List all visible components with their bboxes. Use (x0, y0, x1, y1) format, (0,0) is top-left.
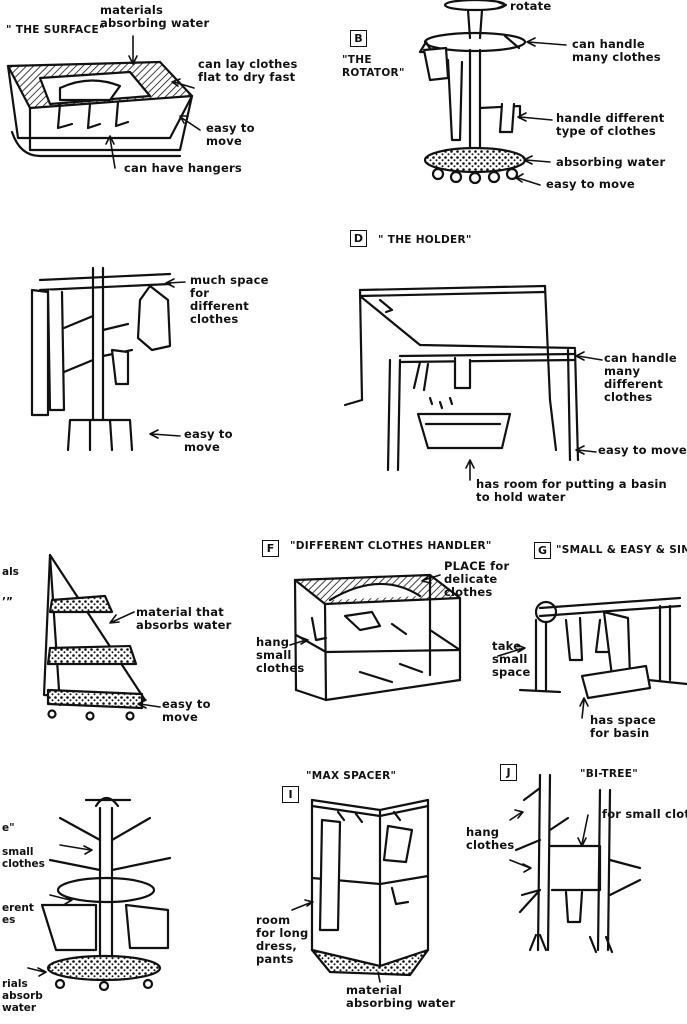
sketch-b-title: "THE ROTATOR" (342, 54, 405, 79)
sketch-b-note-types: handle different type of clothes (556, 111, 665, 138)
sketch-a-note-easy-move: easy to move (206, 121, 255, 148)
sketch-g-simple-rack (518, 596, 687, 700)
sketch-b-note-move: easy to move (546, 177, 635, 191)
sketch-h-cut-text-4: erent es (2, 902, 34, 926)
sketch-h-tree-hanger (40, 796, 172, 992)
sketch-b-note-rotate: rotate (510, 0, 552, 13)
sketch-g-title: "SMALL & EASY & SIMPLE" (556, 544, 687, 556)
sketch-f-note-delicate: PLACE for delicate clothes (444, 559, 510, 599)
sketch-h-cut-text-1: e" (2, 822, 15, 834)
sketch-i-box-rack (310, 798, 430, 977)
sketch-e-triangle-tower (42, 553, 147, 721)
sketch-i-note-long: room for long dress, pants (256, 913, 309, 966)
sketch-d-note-basin: has room for putting a basin to hold wat… (476, 477, 667, 504)
sketch-a-note-materials: materials absorbing water (100, 3, 210, 30)
sketch-a-note-lay-flat: can lay clothes flat to dry fast (198, 57, 298, 84)
sketch-i-letter: I (282, 786, 299, 803)
sketch-b-note-many: can handle many clothes (572, 37, 661, 64)
sketch-d-holder-rack (343, 284, 580, 472)
sketch-c-note-space: much space for different clothes (190, 273, 269, 326)
sketch-f-note-small: hang small clothes (256, 635, 305, 675)
sketch-f-letter: F (262, 540, 279, 557)
sketch-a-note-hangers: can have hangers (124, 161, 242, 175)
sketch-a-title: " THE SURFACE" (6, 24, 105, 36)
sketch-f-shelf-rack (293, 573, 462, 702)
sketch-b-note-absorbing: absorbing water (556, 155, 666, 169)
sketch-g-note-basin: has space for basin (590, 713, 657, 740)
sketch-i-title: "MAX SPACER" (306, 770, 397, 782)
sketch-j-note-hang: hang clothes (466, 825, 515, 852)
sketch-g-note-small-space: take small space (492, 639, 531, 679)
sketch-j-title: "BI-TREE" (580, 768, 638, 780)
sketch-d-letter: D (350, 230, 367, 247)
sketch-c-note-move: easy to move (184, 427, 233, 454)
sketch-b-letter: B (350, 30, 367, 47)
sketch-e-cut-text-2: ’” (2, 596, 13, 608)
sketch-a-surface-rack (6, 60, 194, 158)
sketch-i-note-absorb: material absorbing water (346, 983, 456, 1010)
annotation-arrows (27, 35, 603, 983)
sketch-h-cut-text-5: rials absorb water (2, 978, 43, 1014)
sketch-j-bi-tree (514, 773, 642, 954)
sketch-h-cut-text-2: small clothes (2, 846, 45, 870)
sketch-d-title: " THE HOLDER" (378, 234, 472, 246)
sketch-e-cut-text-1: als (2, 566, 19, 578)
sketch-j-note-small: for small cloth (602, 807, 687, 821)
sketch-d-note-move: easy to move (598, 443, 687, 457)
sketch-f-title: "DIFFERENT CLOTHES HANDLER" (290, 540, 492, 552)
sketch-b-rotator-rack (418, 0, 527, 185)
sketch-c-tree-hanger (30, 266, 172, 452)
sketch-g-letter: G (534, 542, 551, 559)
sketch-j-letter: J (500, 764, 517, 781)
sketch-e-note-move: easy to move (162, 697, 211, 724)
sketch-e-note-material: material that absorbs water (136, 605, 232, 632)
sketch-d-note-many: can handle many different clothes (604, 351, 677, 404)
